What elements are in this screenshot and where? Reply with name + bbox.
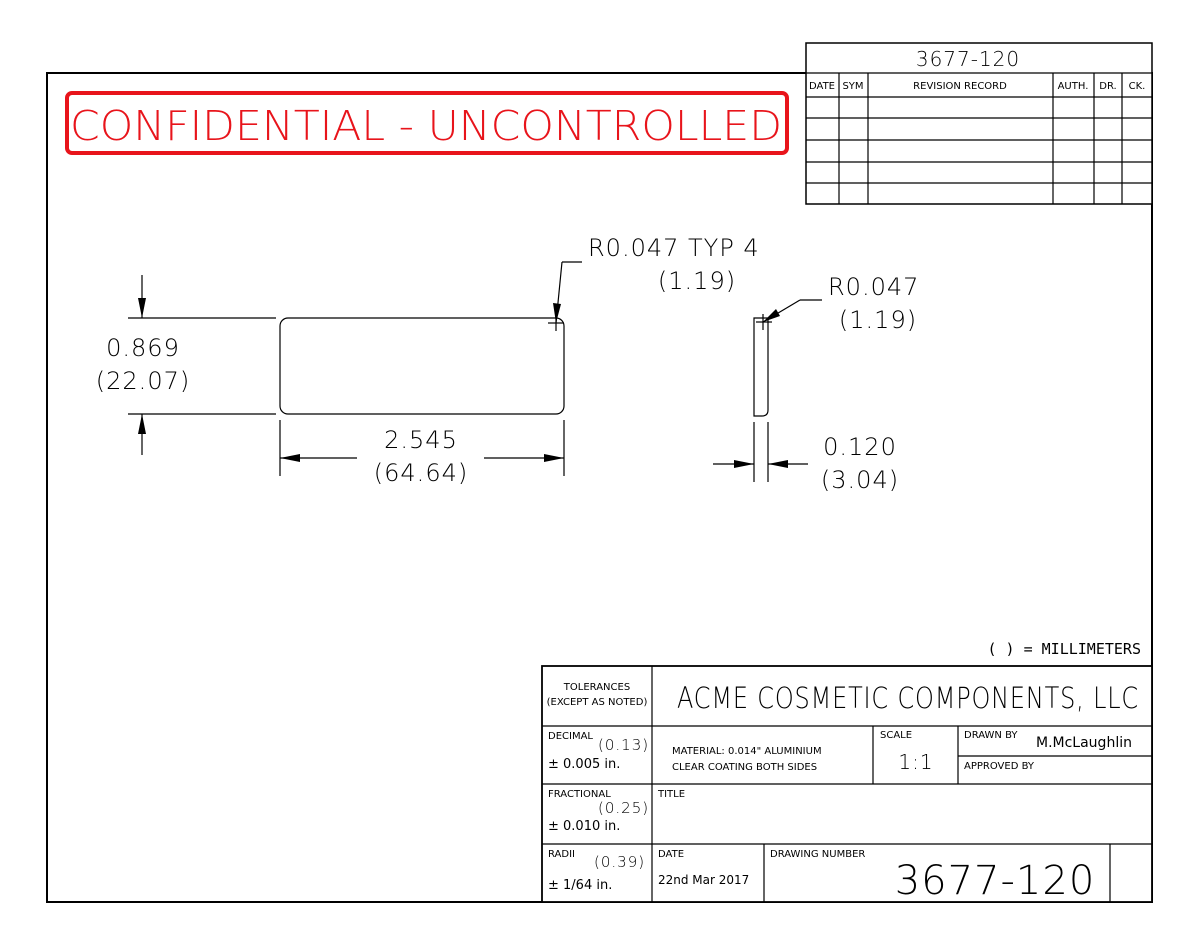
- confidential-stamp: CONFIDENTIAL - UNCONTROLLED: [65, 91, 789, 155]
- revision-block: 3677-120 DATE SYM REVISION RECORD AUTH. …: [805, 42, 1153, 205]
- height-dimension: 0.869: [106, 334, 180, 362]
- rev-header-record: REVISION RECORD: [913, 81, 1007, 92]
- radius-mm: (1.19): [839, 306, 917, 334]
- height-dimension-mm: (22.07): [96, 367, 190, 395]
- fractional-mm: (0.25): [598, 799, 649, 817]
- side-view: 0.120 (3.04) R0.047 (1.19): [713, 273, 919, 494]
- fractional-in: ± 0.010 in.: [548, 819, 620, 834]
- radius-typ-label: R0.047 TYP 4: [588, 234, 760, 262]
- thickness-dimension: 0.120: [823, 433, 897, 461]
- rev-header-sym: SYM: [842, 81, 863, 92]
- radii-label: RADII: [548, 849, 575, 860]
- drawing-number-label: DRAWING NUMBER: [770, 849, 865, 860]
- material-line-2: CLEAR COATING BOTH SIDES: [672, 762, 817, 773]
- confidential-stamp-text: CONFIDENTIAL - UNCONTROLLED: [70, 102, 782, 150]
- tolerances-sub: (EXCEPT AS NOTED): [547, 697, 648, 708]
- rev-header-ck: CK.: [1129, 81, 1146, 92]
- approved-by-label: APPROVED BY: [964, 761, 1035, 772]
- width-dimension: 2.545: [384, 426, 458, 454]
- thickness-dimension-mm: (3.04): [821, 466, 899, 494]
- drawn-by-name: M.McLaughlin: [1036, 735, 1132, 751]
- drawing-number: 3677-120: [895, 858, 1096, 904]
- rev-header-date: DATE: [809, 81, 835, 92]
- title-block: TOLERANCES (EXCEPT AS NOTED) ACME COSMET…: [541, 665, 1153, 904]
- radius-label: R0.047: [828, 273, 919, 301]
- date-label: DATE: [658, 849, 684, 860]
- scale-value: 1:1: [898, 750, 933, 774]
- radii-in: ± 1/64 in.: [548, 878, 612, 893]
- fractional-label: FRACTIONAL: [548, 789, 611, 800]
- tolerances-label: TOLERANCES: [563, 682, 630, 693]
- scale-label: SCALE: [880, 730, 912, 741]
- date-value: 22nd Mar 2017: [658, 873, 749, 887]
- revision-drawing-number: 3677-120: [916, 47, 1020, 71]
- units-note: ( ) = MILLIMETERS: [987, 640, 1141, 658]
- front-view: 0.869 (22.07) 2.545 (64.64) R0.047 TYP 4…: [96, 234, 760, 487]
- title-label: TITLE: [657, 789, 685, 800]
- rev-header-auth: AUTH.: [1058, 81, 1089, 92]
- drawn-by-label: DRAWN BY: [964, 730, 1018, 741]
- rev-header-dr: DR.: [1099, 81, 1116, 92]
- radius-typ-mm: (1.19): [658, 267, 736, 295]
- decimal-mm: (0.13): [598, 736, 649, 754]
- company-name: ACME COSMETIC COMPONENTS, LLC: [677, 681, 1139, 715]
- radii-mm: (0.39): [594, 853, 645, 871]
- decimal-in: ± 0.005 in.: [548, 757, 620, 772]
- width-dimension-mm: (64.64): [374, 459, 468, 487]
- decimal-label: DECIMAL: [548, 731, 593, 742]
- material-line-1: MATERIAL: 0.014" ALUMINIUM: [672, 746, 822, 757]
